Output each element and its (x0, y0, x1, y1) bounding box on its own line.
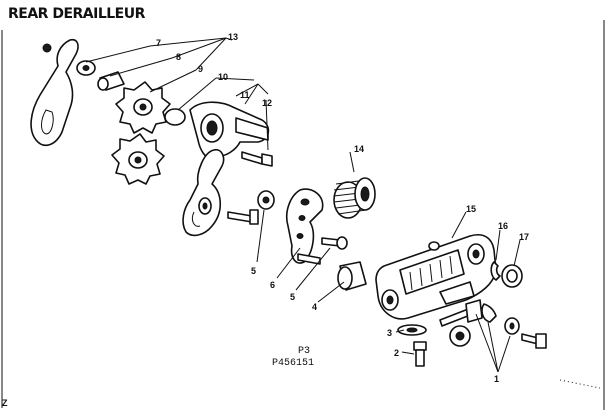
cage-arm-plate (182, 148, 225, 237)
lower-pulley (111, 133, 165, 185)
callout-9: 9 (198, 64, 203, 74)
inner-cage-plate (189, 101, 270, 161)
pivot-bushing (337, 261, 367, 291)
callout-8: 8 (176, 52, 181, 62)
edge-speckle (559, 379, 601, 389)
upper-pulley (115, 81, 171, 134)
end-cap (501, 264, 523, 288)
cable-bolt (521, 333, 547, 349)
callout-3: 3 (387, 328, 392, 338)
barrel-adjuster (449, 325, 471, 347)
corner-mark: Z (2, 398, 8, 408)
callout-5-right: 5 (290, 292, 295, 302)
bushing-8 (97, 71, 125, 91)
figure-code: P3 (298, 346, 311, 357)
washer-7 (76, 60, 96, 76)
washer-5-upper (257, 190, 275, 210)
washer-10 (164, 108, 186, 126)
callout-7: 7 (156, 38, 161, 48)
pivot-bracket (285, 188, 324, 265)
mounting-bolt-5 (321, 236, 348, 250)
callout-10: 10 (218, 72, 228, 82)
callout-17: 17 (519, 232, 529, 242)
callout-2: 2 (394, 348, 399, 358)
callout-1: 1 (494, 374, 499, 384)
callout-16: 16 (498, 221, 508, 231)
small-nut (504, 317, 520, 335)
cable-anchor-bolt (413, 341, 427, 367)
callout-4: 4 (312, 302, 317, 312)
cable-guide-plate (465, 299, 483, 323)
callout-14: 14 (354, 144, 364, 154)
retaining-clip (490, 261, 501, 281)
callout-11: 11 (240, 90, 250, 100)
callout-6: 6 (270, 280, 275, 290)
cable-guide-clip (481, 303, 497, 323)
cable-anchor-washer (397, 324, 427, 336)
derailleur-body (375, 234, 497, 320)
outer-cage-plate (30, 38, 79, 147)
adjusting-screw (227, 209, 259, 225)
callout-13: 13 (228, 32, 238, 42)
pivot-bolt-12 (241, 151, 273, 167)
diagram-title: REAR DERAILLEUR (8, 6, 145, 22)
part-code: P456151 (272, 358, 315, 369)
callout-15: 15 (466, 204, 476, 214)
callout-12: 12 (262, 98, 272, 108)
tension-spring (333, 177, 376, 219)
callout-5-left: 5 (251, 266, 256, 276)
leader-lines (85, 37, 521, 373)
